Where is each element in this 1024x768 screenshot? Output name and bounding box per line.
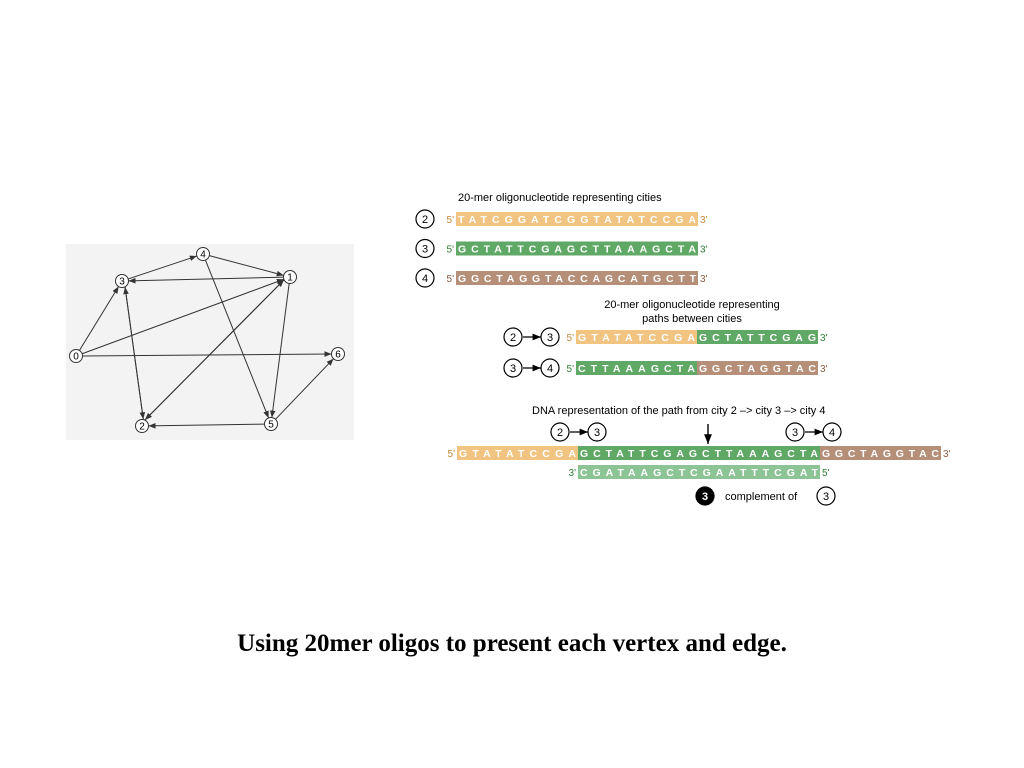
graph-edge (148, 422, 265, 429)
graph-node-label: 3 (119, 277, 125, 288)
strand-end-label: 5' (567, 364, 575, 375)
graph-node: 4 (196, 247, 210, 261)
city-node: 3 (785, 422, 805, 442)
oligo-segment (697, 361, 818, 375)
oligo-segment (457, 446, 578, 460)
graph-edge (275, 358, 334, 420)
graph-edge (204, 259, 270, 419)
graph-edge (82, 351, 332, 357)
strand-end-label: 5' (447, 215, 455, 226)
city-node-label: 3 (702, 491, 708, 503)
dna-title: DNA representation of the path from city… (532, 405, 825, 417)
city-node-label: 3 (594, 427, 600, 439)
city-node-label: 3 (547, 332, 553, 344)
city-node: 2 (503, 327, 523, 347)
graph-node-label: 5 (268, 420, 274, 431)
paths-title-line2: paths between cities (642, 313, 742, 325)
strand-end-label: 3' (820, 364, 828, 375)
graph-node-label: 6 (335, 350, 341, 361)
oligo-segment (578, 465, 820, 479)
paths-title-line1: 20-mer oligonucleotide representing (604, 299, 780, 311)
city-node: 4 (415, 268, 435, 288)
graph-node-label: 4 (200, 250, 206, 261)
oligo-segment (576, 330, 697, 344)
city-node-label: 3 (422, 244, 428, 256)
strand-end-label: 3' (700, 274, 708, 285)
oligo-sequence: GTATATCCGA (578, 332, 695, 344)
city-node: 3 (415, 238, 435, 259)
complement-node: 3 (695, 486, 715, 506)
graph-node: 1 (283, 270, 297, 284)
strand-end-label: 5' (567, 333, 575, 344)
graph-edge (123, 287, 144, 420)
graph-edge (81, 278, 285, 355)
graph-edge (269, 283, 290, 418)
strand-end-label: 5' (447, 245, 455, 256)
oligo-segment (820, 446, 941, 460)
city-node-label: 3 (792, 427, 798, 439)
graph-edge (209, 255, 284, 277)
strand-end-label: 3' (943, 449, 951, 460)
graph-node-label: 1 (287, 273, 293, 284)
city-node-label: 2 (557, 427, 563, 439)
oligo-segment (697, 330, 818, 344)
strand-end-label: 3' (569, 468, 577, 479)
strand-end-label: 3' (820, 333, 828, 344)
city-node: 4 (540, 358, 560, 378)
cities-title: 20-mer oligonucleotide representing citi… (458, 192, 662, 204)
strand-end-label: 5' (448, 449, 456, 460)
oligo-segment (456, 241, 698, 256)
city-node-label: 2 (422, 214, 428, 226)
graph-edge (128, 255, 197, 280)
graph-node: 6 (331, 347, 345, 361)
oligo-sequence: GCTATTCGAG (699, 332, 816, 344)
slide-caption: Using 20mer oligos to present each verte… (237, 630, 787, 657)
directed-graph: 0 1 2 3 4 5 6 (66, 244, 354, 440)
city-node: 2 (550, 422, 570, 442)
city-node: 4 (822, 422, 842, 442)
graph-node: 0 (69, 349, 83, 363)
graph-node-label: 2 (139, 422, 145, 433)
city-node-label: 2 (510, 332, 516, 344)
graph-node: 3 (115, 274, 129, 288)
oligo-segment (578, 446, 820, 460)
strand-end-label: 5' (447, 274, 455, 285)
city-node: 2 (415, 209, 435, 229)
city-node: 3 (587, 422, 607, 442)
oligo-segment (456, 271, 698, 285)
oligo-segment (456, 212, 698, 226)
city-node-label: 3 (823, 491, 829, 503)
oligo-segment (576, 361, 697, 375)
city-node: 3 (503, 358, 523, 378)
oligo-sequence: GTATATCCGA (459, 448, 576, 460)
complement-label: complement of (725, 491, 798, 503)
city-node-label: 4 (422, 273, 428, 285)
city-node-label: 3 (510, 363, 516, 375)
graph-edge (144, 279, 285, 421)
graph-edge (128, 276, 284, 284)
strand-end-label: 3' (700, 245, 708, 256)
city-node: 3 (540, 327, 560, 347)
strand-end-label: 3' (700, 215, 708, 226)
graph-node: 2 (135, 419, 149, 433)
city-node: 3 (816, 486, 836, 506)
city-node-label: 4 (547, 363, 553, 375)
graph-node-label: 0 (73, 352, 79, 363)
oligo-diagram: 20-mer oligonucleotide representing citi… (415, 192, 951, 506)
strand-end-label: 5' (822, 468, 830, 479)
graph-node: 5 (264, 417, 278, 431)
graph-edge (78, 286, 120, 351)
city-node-label: 4 (829, 427, 835, 439)
